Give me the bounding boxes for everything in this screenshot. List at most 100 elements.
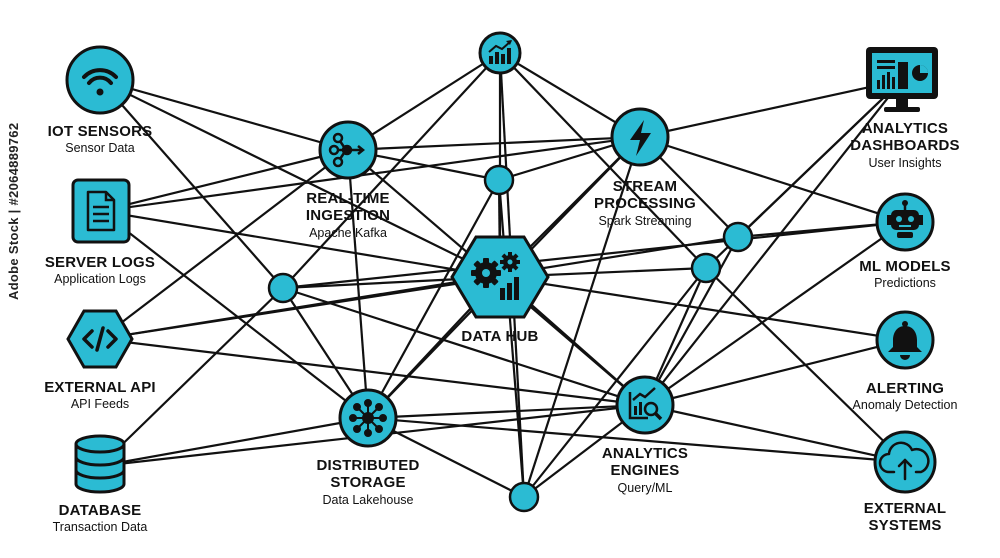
wifi-icon <box>82 68 118 96</box>
external-api-label: EXTERNAL API API Feeds <box>25 379 175 412</box>
document-icon <box>86 190 116 232</box>
network-arrow-icon <box>328 132 366 168</box>
connection-line <box>367 179 500 419</box>
storage-title-line1: DISTRIBUTED <box>316 457 420 474</box>
data-hub-node <box>450 235 550 319</box>
stream-processing-node <box>610 107 670 167</box>
junction-nodes <box>267 164 754 513</box>
engines-subtitle: Query/ML <box>617 480 673 495</box>
connection-line <box>499 52 707 269</box>
connection-line <box>282 220 906 290</box>
connection-line <box>644 403 906 464</box>
connection-line <box>644 221 906 406</box>
connection-line <box>497 179 526 498</box>
connection-line <box>100 209 501 279</box>
real-time-ingestion-node <box>318 120 378 180</box>
ingestion-label: REAL-TIME INGESTION Apache Kafka <box>283 190 413 240</box>
connection-line <box>99 78 349 152</box>
database-label: DATABASE Transaction Data <box>25 502 175 535</box>
ml-models-subtitle: Predictions <box>874 276 936 291</box>
connection-line <box>644 236 739 406</box>
connection-line <box>644 79 903 406</box>
external-systems-title-line1: EXTERNAL <box>863 500 947 517</box>
ml-models-node <box>875 192 935 252</box>
cloud-upload-icon <box>878 441 930 481</box>
connection-line <box>99 416 369 468</box>
server-logs-label: SERVER LOGS Application Logs <box>25 254 175 287</box>
stock-watermark: Adobe Stock | #2064889762 <box>6 122 21 300</box>
iot-sensors-subtitle: Sensor Data <box>65 141 135 156</box>
connection-line <box>100 135 641 213</box>
junction-node <box>722 221 754 253</box>
connection-line <box>644 338 906 407</box>
chart-magnifier-icon <box>628 387 663 421</box>
connection-line <box>100 148 349 213</box>
connection-line <box>499 275 906 342</box>
connection-line <box>100 210 369 419</box>
iot-sensors-node <box>65 45 135 115</box>
connection-line <box>282 286 646 407</box>
code-icon <box>82 326 118 352</box>
connection-line <box>639 78 903 139</box>
server-logs-node <box>71 178 131 244</box>
stream-subtitle: Spark Streaming <box>598 213 692 228</box>
connection-line <box>705 267 906 463</box>
connection-line <box>523 267 707 498</box>
connection-line <box>347 52 501 151</box>
external-systems-title-line2: SYSTEMS <box>868 517 942 535</box>
iot-sensors-label: IOT SENSORS Sensor Data <box>30 123 170 156</box>
database-title: DATABASE <box>58 502 142 519</box>
database-icon <box>74 434 126 494</box>
distributed-storage-label: DISTRIBUTED STORAGE Data Lakehouse <box>298 457 438 507</box>
data-hub-title: DATA HUB <box>461 328 539 345</box>
server-logs-title: SERVER LOGS <box>44 254 156 271</box>
connection-line <box>347 135 641 152</box>
database-node <box>74 434 126 494</box>
bar-chart-icon <box>488 40 512 64</box>
engines-title-line1: ANALYTICS <box>601 445 689 462</box>
ml-models-label: ML MODELS Predictions <box>835 258 975 291</box>
dashboards-title-line2: DASHBOARDS <box>850 137 960 155</box>
junction-node <box>690 252 722 284</box>
ingestion-subtitle: Apache Kafka <box>309 225 387 240</box>
database-subtitle: Transaction Data <box>52 520 148 535</box>
connection-line <box>99 235 739 341</box>
hub-nodes-icon <box>349 399 387 437</box>
connection-line <box>522 136 642 498</box>
alerting-title: ALERTING <box>865 380 945 397</box>
junction-node <box>508 481 540 513</box>
connection-line <box>367 416 906 464</box>
stream-processing-label: STREAM PROCESSING Spark Streaming <box>575 178 715 228</box>
analytics-engines-node <box>615 375 675 435</box>
connection-line <box>367 403 646 420</box>
external-api-title: EXTERNAL API <box>44 379 156 396</box>
external-api-subtitle: API Feeds <box>70 397 130 412</box>
connection-line <box>99 79 501 278</box>
connection-line <box>99 287 284 467</box>
lightning-icon <box>630 120 651 156</box>
engines-title-line2: ENGINES <box>610 462 680 480</box>
top-chart-node <box>478 31 522 75</box>
server-logs-subtitle: Application Logs <box>54 272 146 287</box>
iot-sensors-title: IOT SENSORS <box>47 123 153 140</box>
junction-node <box>483 164 515 196</box>
robot-icon <box>887 200 923 238</box>
storage-subtitle: Data Lakehouse <box>322 492 414 507</box>
monitor-chart-icon <box>866 47 938 112</box>
connection-line <box>639 135 906 224</box>
analytics-engines-label: ANALYTICS ENGINES Query/ML <box>580 445 710 495</box>
connection-line <box>99 79 284 289</box>
storage-title-line2: STORAGE <box>330 474 406 492</box>
external-systems-label: EXTERNAL SYSTEMS <box>835 500 975 535</box>
ingestion-title-line1: REAL-TIME <box>306 190 390 207</box>
connection-line <box>99 337 646 407</box>
external-api-node <box>66 309 134 369</box>
bell-icon <box>888 321 922 360</box>
junction-node <box>267 272 299 304</box>
dashboards-label: ANALYTICS DASHBOARDS User Insights <box>835 120 975 170</box>
data-hub-label: DATA HUB <box>440 328 560 345</box>
stream-title-line2: PROCESSING <box>593 195 697 213</box>
connection-line <box>99 149 349 340</box>
alerting-label: ALERTING Anomaly Detection <box>825 380 985 413</box>
